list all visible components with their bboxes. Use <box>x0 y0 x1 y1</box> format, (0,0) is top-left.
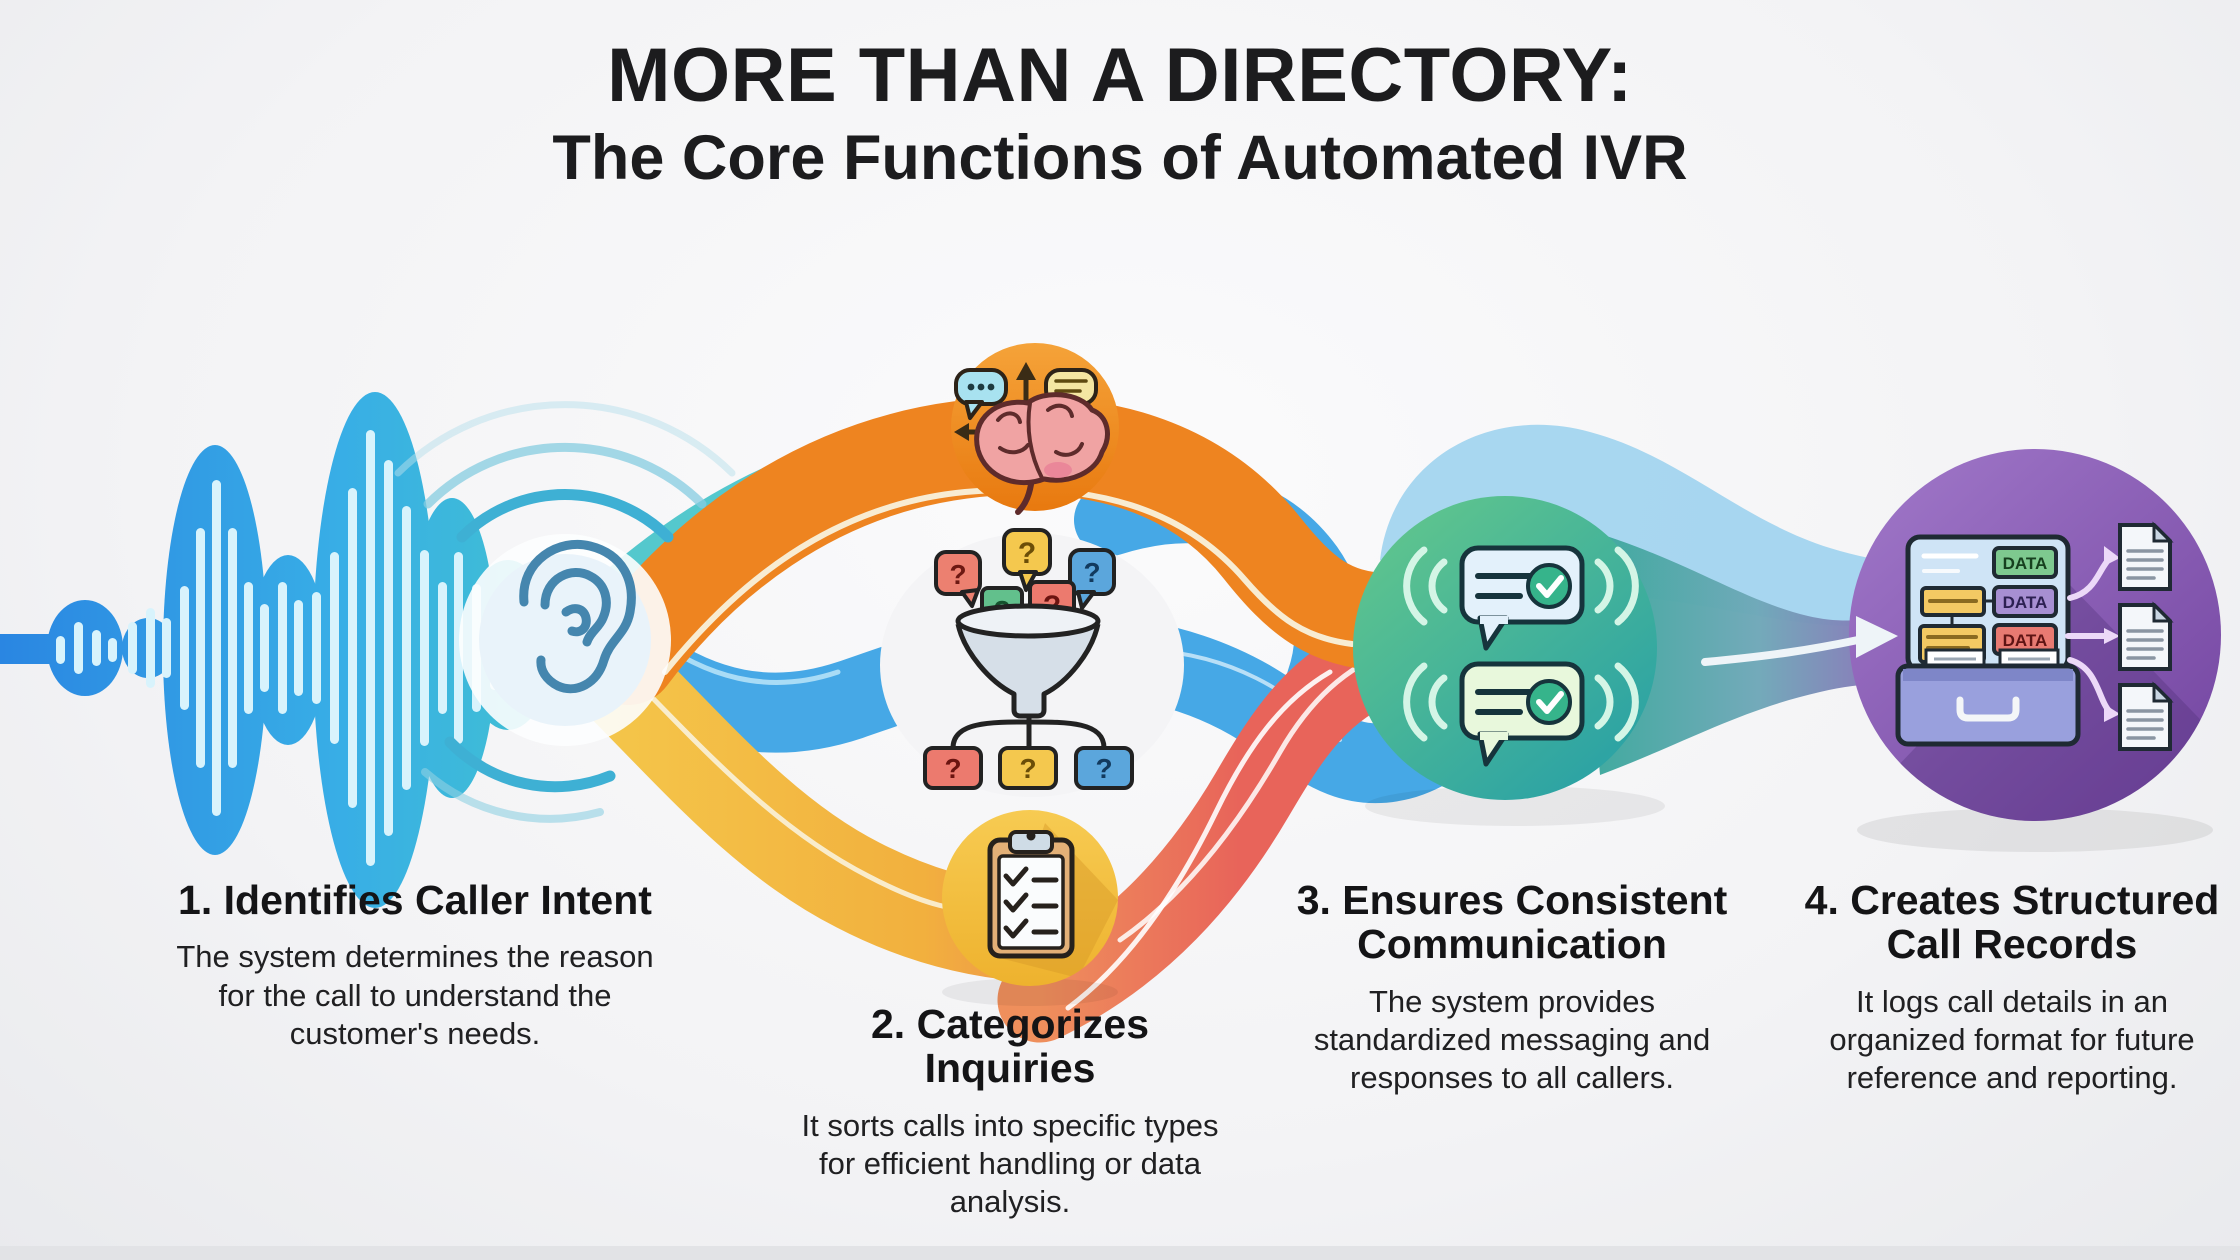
step-2-heading: 2. Categorizes Inquiries <box>871 1001 1149 1092</box>
step-4-creates-structured-call-records: 4. Creates Structured Call Records It lo… <box>1752 878 2240 1098</box>
clipboard-checklist-icon <box>987 830 1075 959</box>
step-4-heading: 4. Creates Structured Call Records <box>1804 877 2220 968</box>
chat-bubble-top <box>1459 545 1585 651</box>
title-line-2: The Core Functions of Automated IVR <box>552 123 1688 194</box>
sorted-boxes: ? ? ? <box>923 746 1134 790</box>
intent-node <box>951 343 1119 515</box>
svg-text:?: ? <box>1083 557 1100 588</box>
svg-text:?: ? <box>949 559 966 590</box>
svg-text:?: ? <box>1018 537 1036 570</box>
call-records-node: DATA DATA DATA <box>1849 449 2221 821</box>
svg-text:?: ? <box>1095 753 1112 784</box>
flow-arrow-icon <box>1701 616 1898 666</box>
speech-bubble-dots <box>954 368 1008 420</box>
document-icon <box>2118 521 2174 591</box>
step-3-heading: 3. Ensures Consistent Communication <box>1296 877 1728 968</box>
step-1-identifies-caller-intent: 1. Identifies Caller Intent The system d… <box>145 878 685 1054</box>
question-bubble-red: ? <box>934 550 982 608</box>
data-tag-green: DATA <box>2003 554 2048 573</box>
ear-icon <box>394 401 736 823</box>
funnel-sort-icon: ? ? ? ? ? ? ? <box>923 528 1134 790</box>
step-1-heading: 1. Identifies Caller Intent <box>178 877 652 923</box>
question-bubble-blue: ? <box>1068 548 1116 610</box>
document-icon <box>2118 601 2174 671</box>
record-documents <box>2065 521 2174 751</box>
svg-text:?: ? <box>944 753 961 784</box>
data-tag-red: DATA <box>2003 631 2048 650</box>
title-line-1: MORE THAN A DIRECTORY: <box>607 33 1633 118</box>
step-2-categorizes-inquiries: 2. Categorizes Inquiries It sorts calls … <box>765 1002 1255 1222</box>
clipboard-node <box>942 810 1118 986</box>
chat-bubbles-check-icon <box>1403 545 1639 767</box>
file-cabinet-data-icon: DATA DATA DATA <box>1895 534 2081 747</box>
communication-node <box>1353 496 1657 800</box>
svg-text:?: ? <box>1019 753 1036 784</box>
step-1-description: The system determines the reason for the… <box>176 939 654 1052</box>
chat-bubble-bottom <box>1459 661 1585 767</box>
step-4-description: It logs call details in an organized for… <box>1829 983 2195 1096</box>
step-2-description: It sorts calls into specific types for e… <box>801 1107 1219 1220</box>
document-icon <box>2118 681 2174 751</box>
step-3-ensures-consistent-communication: 3. Ensures Consistent Communication The … <box>1262 878 1762 1098</box>
data-tag-purple: DATA <box>2003 593 2048 612</box>
step-3-description: The system provides standardized messagi… <box>1313 983 1711 1096</box>
brain-intent-icon <box>954 362 1110 515</box>
question-bubble-yellow: ? <box>1002 528 1052 592</box>
page-title: MORE THAN A DIRECTORY: The Core Function… <box>0 36 2240 191</box>
bottom-edge <box>0 1246 2240 1260</box>
